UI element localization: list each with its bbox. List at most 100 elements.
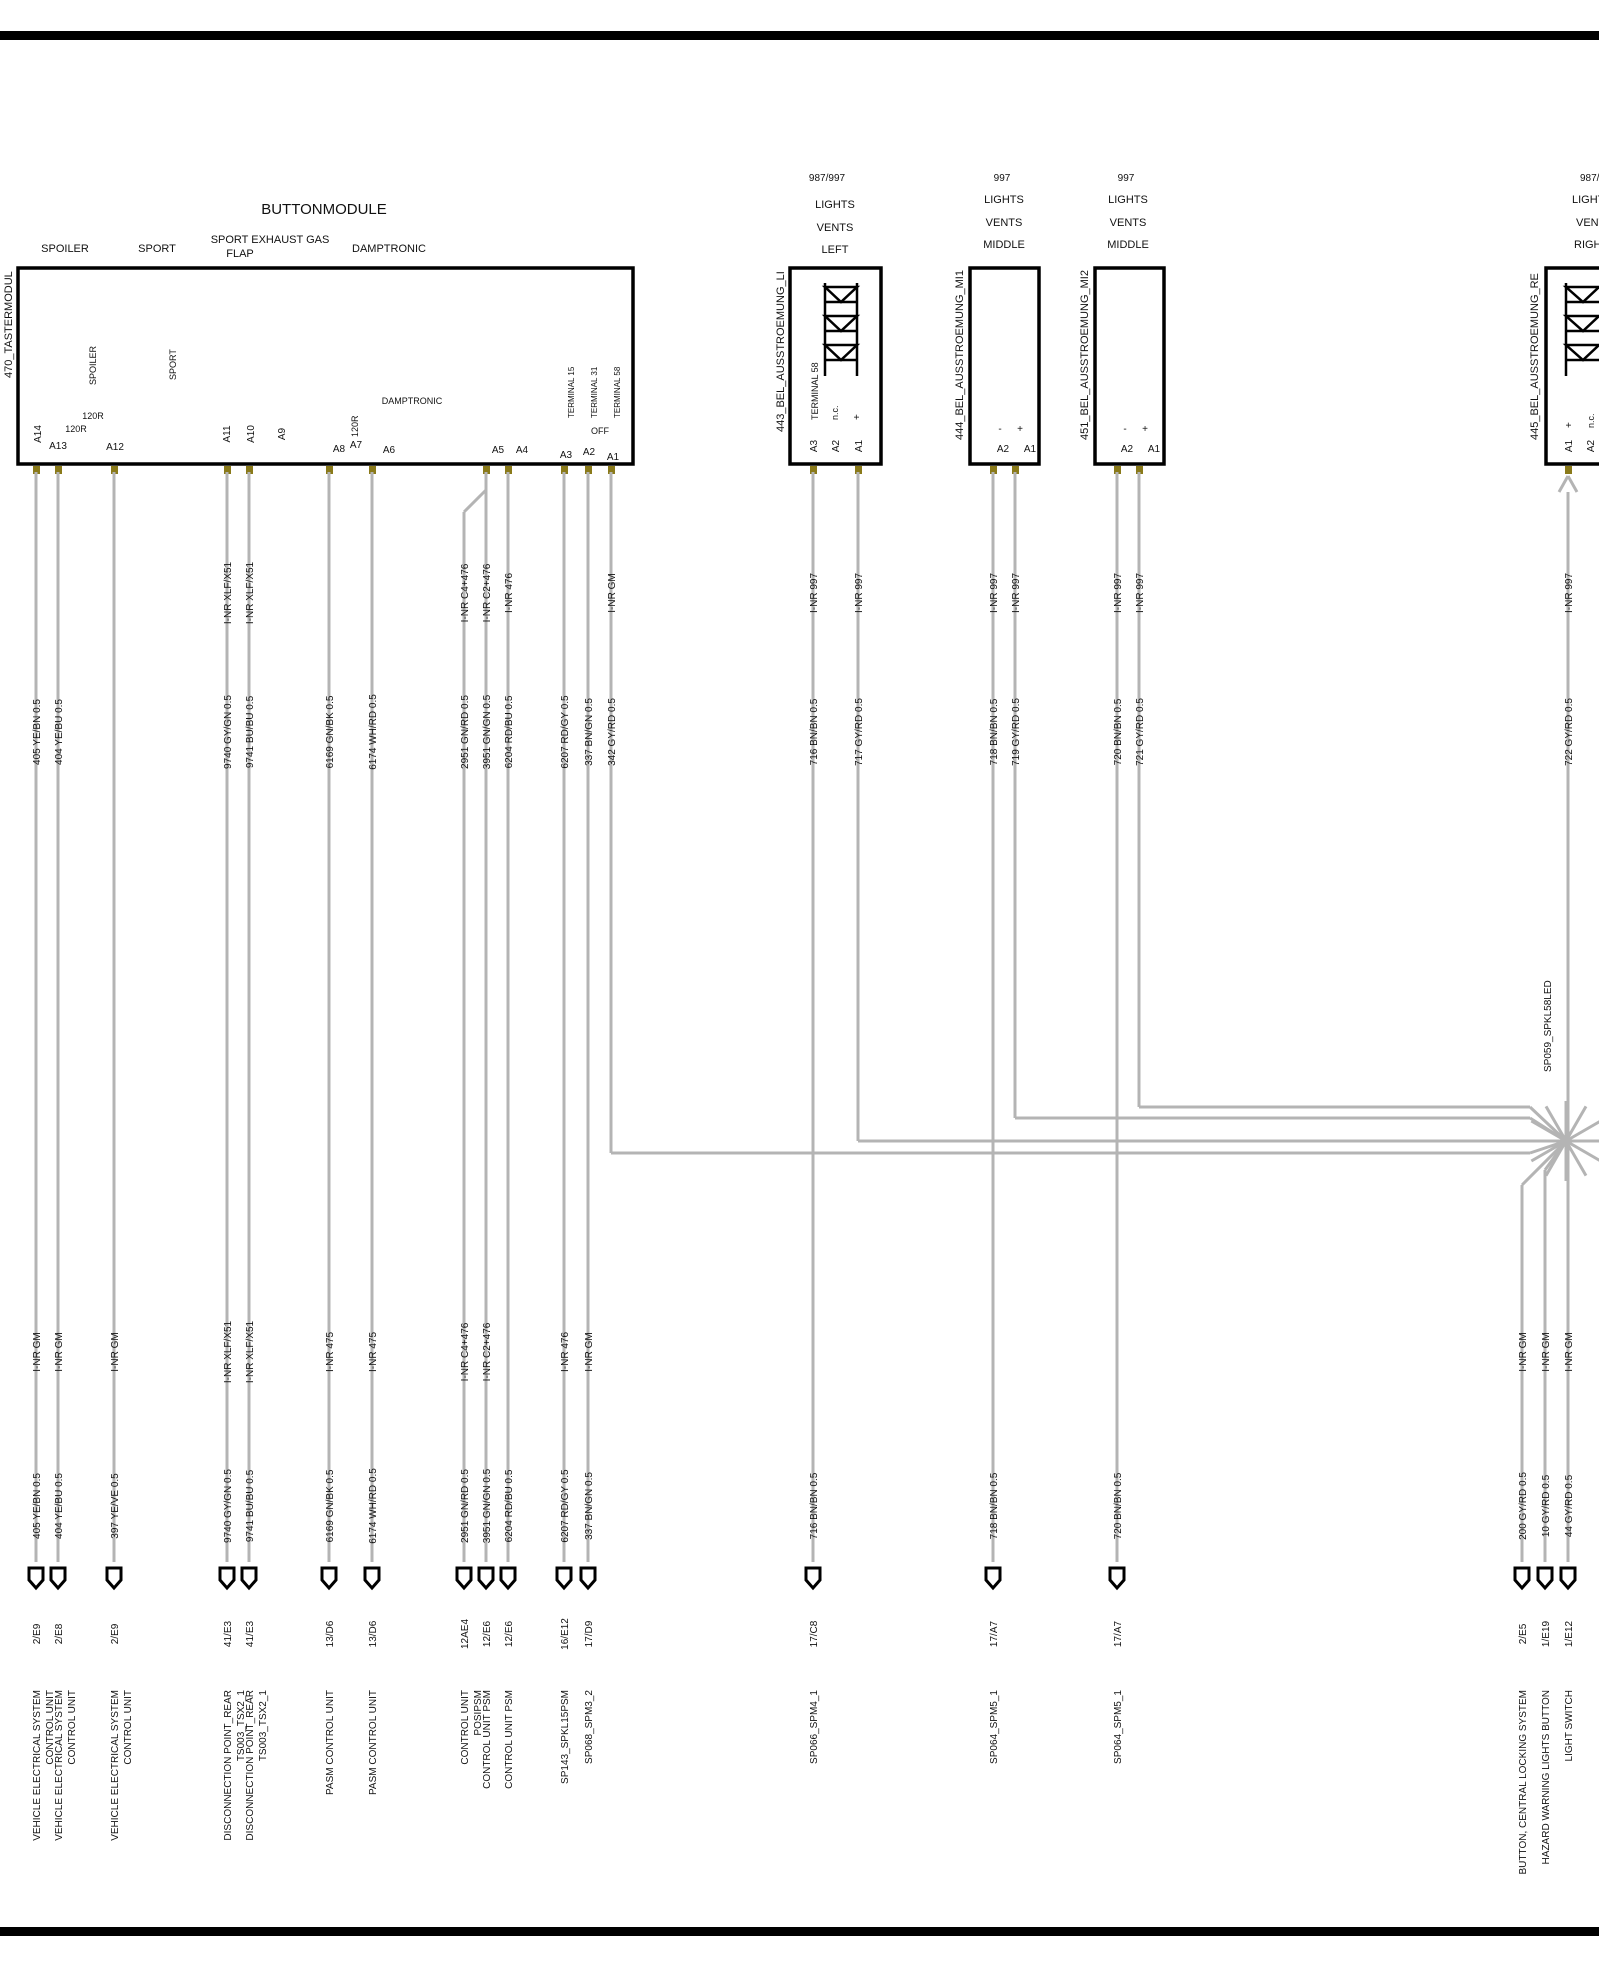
destination-label: VEHICLE ELECTRICAL SYSTEM (32, 1690, 43, 1841)
pin-label: A6 (383, 445, 396, 456)
group-label-damptronic: DAMPTRONIC (352, 243, 426, 255)
connector-label: I-NR 997 (1011, 573, 1022, 613)
wire-segment (1566, 475, 1579, 493)
destination-label: VEHICLE ELECTRICAL SYSTEM (110, 1690, 121, 1841)
connector-label: I-NR 997 (809, 573, 820, 613)
wire-segment (1557, 475, 1570, 493)
connector-label: I-NR 997 (989, 573, 1000, 613)
pin-terminal (483, 466, 490, 474)
connector-label: I-NR GM (32, 1332, 43, 1371)
connector-label: I-NR 475 (368, 1332, 379, 1372)
wire-terminal-arrow (1559, 1566, 1577, 1591)
splice-spoke (1564, 1105, 1588, 1142)
destination-label: SP066_SPM4_1 (809, 1690, 820, 1764)
wire-line (1528, 1105, 1568, 1143)
page-reference: 17/A7 (989, 1620, 1000, 1647)
pin-label: A1 (607, 452, 620, 463)
inner-label-sport: SPORT (168, 349, 178, 380)
wire-line (1520, 1139, 1568, 1187)
vent-left-box (788, 266, 883, 466)
inner-label-off: OFF (591, 426, 609, 436)
button-module: BUTTONMODULE SPOILER SPORT SPORT EXHAUST… (3, 201, 635, 474)
wire-segment (462, 488, 488, 514)
pin-label: A2 (831, 439, 842, 452)
vent-mid2-line3: MIDDLE (1107, 239, 1149, 251)
connector-label: I-NR GM (54, 1332, 65, 1371)
pin-terminal (1565, 466, 1572, 474)
wire-code: 2951 GN/RD 0.5 (460, 1469, 471, 1543)
page-reference: 17/A7 (1113, 1620, 1124, 1647)
destination-label: BUTTON, CENTRAL LOCKING SYSTEM (1518, 1690, 1529, 1874)
connector-label: I-NR GM (607, 573, 618, 612)
pin-terminal (505, 466, 512, 474)
pin-label: A13 (49, 441, 67, 452)
pin-label: A2 (997, 444, 1010, 455)
destination-label: VEHICLE ELECTRICAL SYSTEM (54, 1690, 65, 1841)
pin-terminal (33, 466, 40, 474)
inner-label-spoiler: SPOILER (88, 345, 98, 385)
pin-label: A14 (33, 425, 44, 443)
led-symbol-right (1562, 283, 1599, 376)
wire-code: 717 GY/RD 0.5 (854, 698, 865, 766)
wire-terminal-arrow (804, 1566, 822, 1591)
vent-right-model: 987/997 (1580, 173, 1599, 184)
wire-code: 10 GY/RD 0.5 (1541, 1474, 1552, 1537)
wire-code: 397 YE/VE 0.5 (110, 1473, 121, 1539)
vent-left-inner-plus: + (852, 414, 863, 420)
destination-label: SP143_SPKL15PSM (560, 1690, 571, 1784)
wire-code: 200 GY/RD 0.5 (1518, 1472, 1529, 1540)
page-reference: 13/D6 (368, 1620, 379, 1647)
connector-label: I-NR XLF/X51 (223, 561, 234, 624)
pin-terminal (224, 466, 231, 474)
wire-code: 719 GY/RD 0.5 (1011, 698, 1022, 766)
vent-mid1-module: 997 LIGHTS VENTS MIDDLE 444_BEL_AUSSTROE… (954, 173, 1041, 474)
pin-terminal (1114, 466, 1121, 474)
inner-label-terminal31: TERMINAL 31 (590, 366, 599, 418)
wire-code: 721 GY/RD 0.5 (1135, 698, 1146, 766)
wire-code: 337 BN/GN 0.5 (584, 698, 595, 766)
wire-code: 9741 BU/BU 0.5 (245, 695, 256, 768)
vent-mid2-id: 451_BEL_AUSSTROEMUNG_MI2 (1079, 270, 1091, 440)
pin-terminal (111, 466, 118, 474)
pin-terminal (369, 466, 376, 474)
wire-terminal-arrow (27, 1566, 45, 1591)
wire: 721 GY/RD 0.5I-NR 997 (1135, 472, 1568, 1143)
vent-left-inner-nc: n.c. (830, 405, 840, 420)
pin-terminal (326, 466, 333, 474)
connector-label: I-NR XLF/X51 (245, 561, 256, 624)
wire-terminal-arrow (320, 1566, 338, 1591)
destination-label: CONTROL UNIT PSM (482, 1690, 493, 1789)
vent-mid1-box (968, 266, 1041, 466)
pin-label: A4 (516, 445, 529, 456)
wire-code: 720 BN/BN 0.5 (1113, 1472, 1124, 1539)
vent-right-inner-nc: n.c. (1586, 413, 1596, 428)
vent-left-module: 987/997 LIGHTS VENTS LEFT 443_BEL_AUSSTR… (775, 173, 883, 474)
top-border (0, 31, 1599, 40)
inner-label-damptronic: DAMPTRONIC (382, 396, 443, 406)
destination-label: SP064_SPM5_1 (989, 1690, 1000, 1764)
module-title: BUTTONMODULE (261, 201, 387, 218)
vent-mid1-line2: VENTS (986, 217, 1023, 229)
group-label-sport: SPORT (138, 243, 176, 255)
wire-terminal-arrow (579, 1566, 597, 1591)
vent-mid1-inner-plus: + (1017, 424, 1023, 435)
connector-label: I-NR GM (584, 1332, 595, 1371)
wire-terminal-arrow (1536, 1566, 1554, 1591)
pin-label: A7 (350, 440, 363, 451)
destination-label: TS003_TSX2_1 (258, 1690, 269, 1762)
wire-code: 718 BN/BN 0.5 (989, 698, 1000, 765)
pin-label: A2 (1121, 444, 1134, 455)
destination-label: PASM CONTROL UNIT (325, 1690, 336, 1795)
wire-code: 404 YE/BU 0.5 (54, 1473, 65, 1539)
